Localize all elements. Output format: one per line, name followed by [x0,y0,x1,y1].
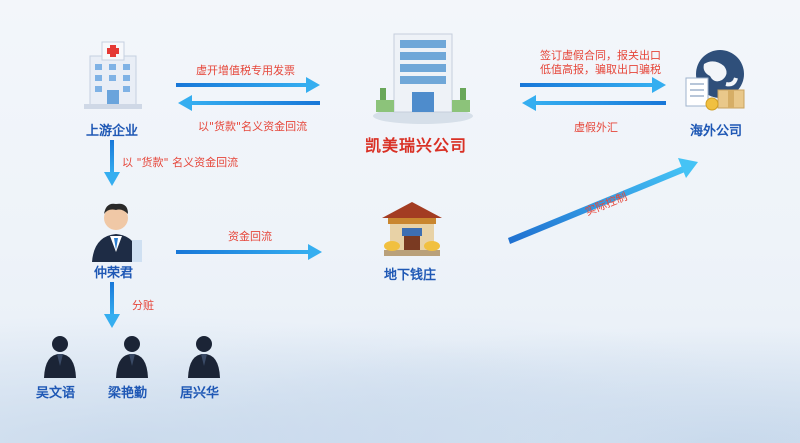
arrow-goods-return [178,95,320,111]
person-silhouette-icon [188,336,220,378]
arrow-invoice [176,77,320,93]
temple-bank-icon [382,202,442,256]
node-wu-label: 吴文语 [36,386,76,401]
node-underground-bank-label: 地下钱庄 [384,268,437,283]
flow-split-label: 分赃 [132,299,154,312]
arrow-fake-fx [522,95,666,111]
arrow-upstream-to-zhong [104,140,120,186]
flow-goods-return-label: 以"货款"名义资金回流 [198,120,308,133]
node-upstream-label: 上游企业 [86,124,139,139]
businessman-icon [92,203,142,262]
arrow-contract-export [520,77,666,93]
person-silhouette-icon [44,336,76,378]
node-zhong-label: 仲荣君 [94,266,134,281]
flow-fake-fx-label: 虚假外汇 [574,121,618,134]
node-ju-label: 居兴华 [180,386,220,401]
flow-contract-line1-label: 签订虚假合同，报关出口 [540,49,661,62]
arrow-fund-return [176,244,322,260]
flow-upstream-to-zhong-label: 以 "货款" 名义资金回流 [122,156,239,169]
arrow-split [104,282,120,328]
flow-contract-line2-label: 低值高报，骗取出口骗税 [540,63,661,76]
node-liang-label: 梁艳勤 [108,386,148,401]
arrow-control [508,158,698,244]
person-silhouette-icon [116,336,148,378]
node-kaimei-label: 凯美瑞兴公司 [365,136,468,155]
flow-invoice-label: 虚开增值税专用发票 [196,64,295,77]
globe-icon [685,50,745,111]
node-overseas-label: 海外公司 [690,124,743,139]
office-building-icon [373,33,473,124]
hospital-icon [84,41,142,109]
flow-fund-return-label: 资金回流 [228,230,272,243]
